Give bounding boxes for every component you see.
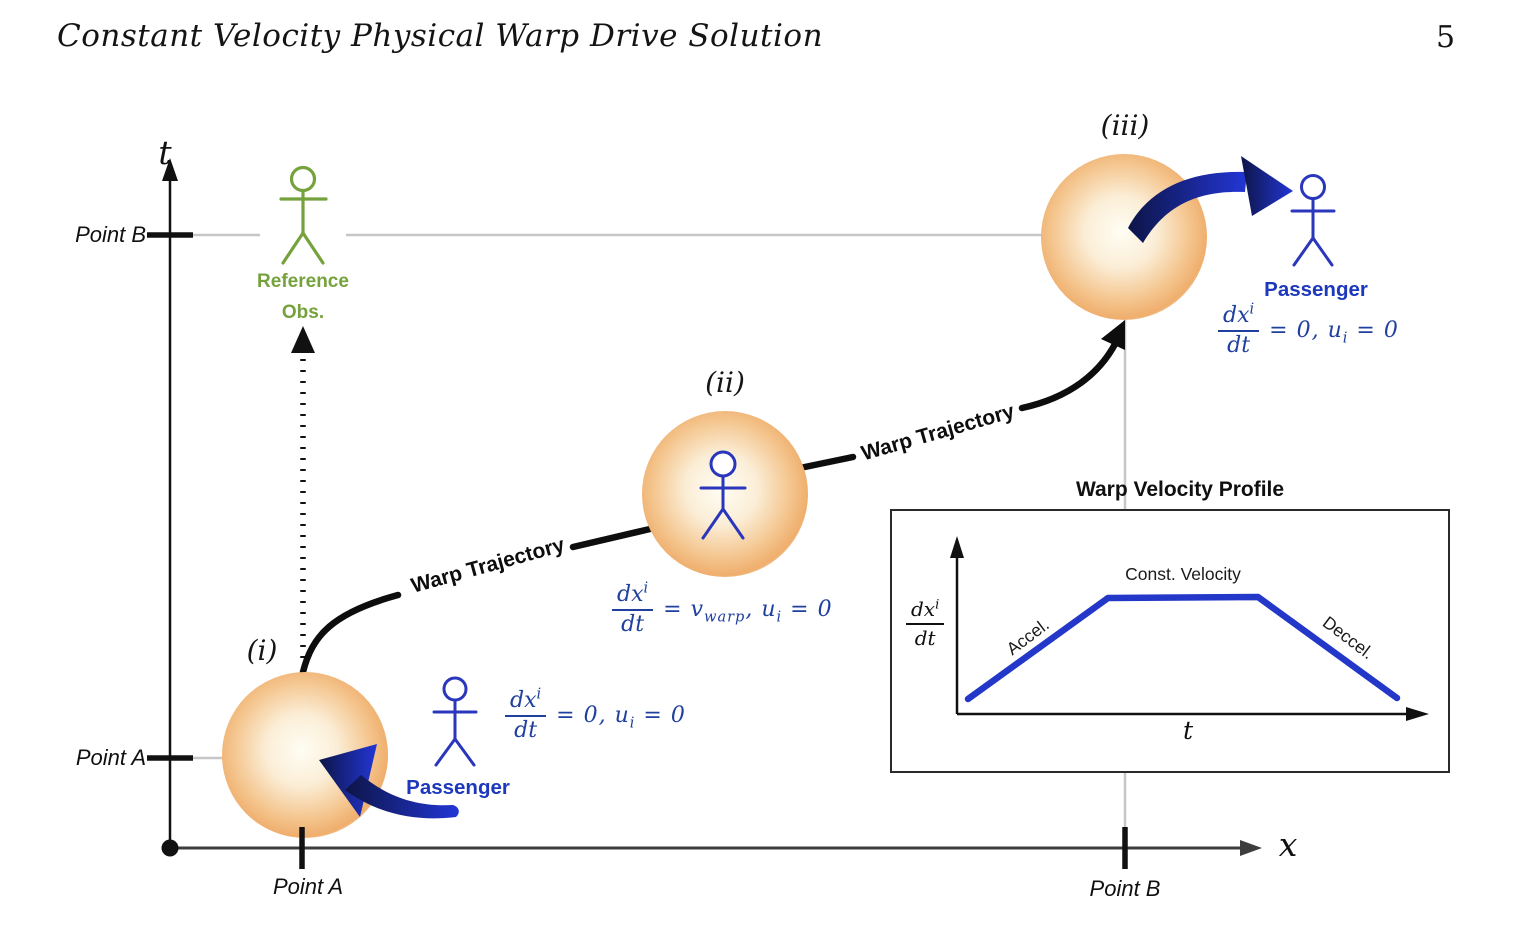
- warp-bubble-ii: [642, 411, 808, 577]
- passenger-i-head: [442, 676, 468, 702]
- reference-observer-figure: [279, 165, 328, 265]
- main-axes: [147, 158, 1262, 869]
- equation-stage-iii: dxi dt = 0, ui = 0: [1218, 302, 1399, 358]
- stage-i-label: (i): [246, 634, 278, 667]
- x-axis-arrowhead: [1240, 840, 1262, 856]
- t-axis-point-a-label: Point A: [75, 745, 146, 770]
- observer-worldline-arrow: [291, 326, 315, 658]
- stage-ii-label: (ii): [705, 366, 745, 399]
- inset-const-velocity-label: Const. Velocity: [1125, 564, 1241, 584]
- equation-i-rhs: = 0, ui = 0: [556, 703, 686, 732]
- velocity-profile-inset: [890, 509, 1450, 773]
- velocity-profile-curve: [964, 593, 1401, 703]
- passenger-iii-head: [1300, 174, 1326, 200]
- inset-x-axis-label: t: [1182, 716, 1194, 745]
- t-axis-point-b-label: Point B: [75, 222, 146, 247]
- stage-iii-label: (iii): [1100, 109, 1150, 142]
- fraction-dxdt-inset: dxi dt: [906, 597, 945, 650]
- warp-trajectory-path: [299, 332, 1123, 676]
- fraction-dxdt-i: dxi dt: [505, 687, 547, 743]
- origin-dot: [161, 839, 179, 857]
- inset-x-arrowhead: [1406, 707, 1429, 721]
- equation-ii-rhs: = vwarp, ui = 0: [663, 597, 833, 626]
- fraction-dxdt-iii: dxi dt: [1218, 302, 1260, 358]
- observer-head: [289, 165, 317, 193]
- t-axis-arrowhead: [162, 158, 178, 181]
- trajectory-arrowhead: [1101, 320, 1125, 350]
- reference-observer-line2: Obs.: [281, 302, 325, 324]
- passenger-figure-ii: [699, 450, 747, 540]
- t-axis-label: t: [158, 133, 172, 172]
- warp-bubble-iii: [1041, 154, 1207, 320]
- inset-y-arrowhead: [950, 536, 964, 558]
- inset-title: Warp Velocity Profile: [1075, 478, 1285, 501]
- x-axis-label: x: [1278, 825, 1298, 864]
- x-axis-point-b-label: Point B: [1089, 876, 1161, 901]
- equation-iii-rhs: = 0, ui = 0: [1269, 318, 1399, 347]
- observer-arrowhead: [291, 326, 315, 353]
- passenger-ii-head: [709, 450, 737, 478]
- equation-stage-i: dxi dt = 0, ui = 0: [505, 687, 686, 743]
- passenger-figure-iii: [1290, 174, 1336, 267]
- passenger-exit-arrow: [1128, 156, 1293, 243]
- passenger-label-iii: Passenger: [1264, 278, 1368, 301]
- page-number: 5: [1436, 20, 1456, 55]
- fraction-dxdt-ii: dxi dt: [612, 581, 654, 637]
- passenger-label-i: Passenger: [406, 776, 510, 799]
- inset-y-axis-label: dxi dt: [906, 597, 945, 650]
- reference-observer-label: Reference Obs.: [257, 266, 349, 329]
- inset-frame: [890, 509, 1450, 773]
- reference-observer-line1: Reference: [257, 271, 349, 292]
- x-axis-point-a-label: Point A: [272, 874, 344, 899]
- passenger-figure-i: [432, 676, 478, 767]
- equation-stage-ii: dxi dt = vwarp, ui = 0: [612, 581, 833, 637]
- passenger-entry-arrow: [319, 744, 459, 819]
- paper-running-title: Constant Velocity Physical Warp Drive So…: [57, 18, 824, 54]
